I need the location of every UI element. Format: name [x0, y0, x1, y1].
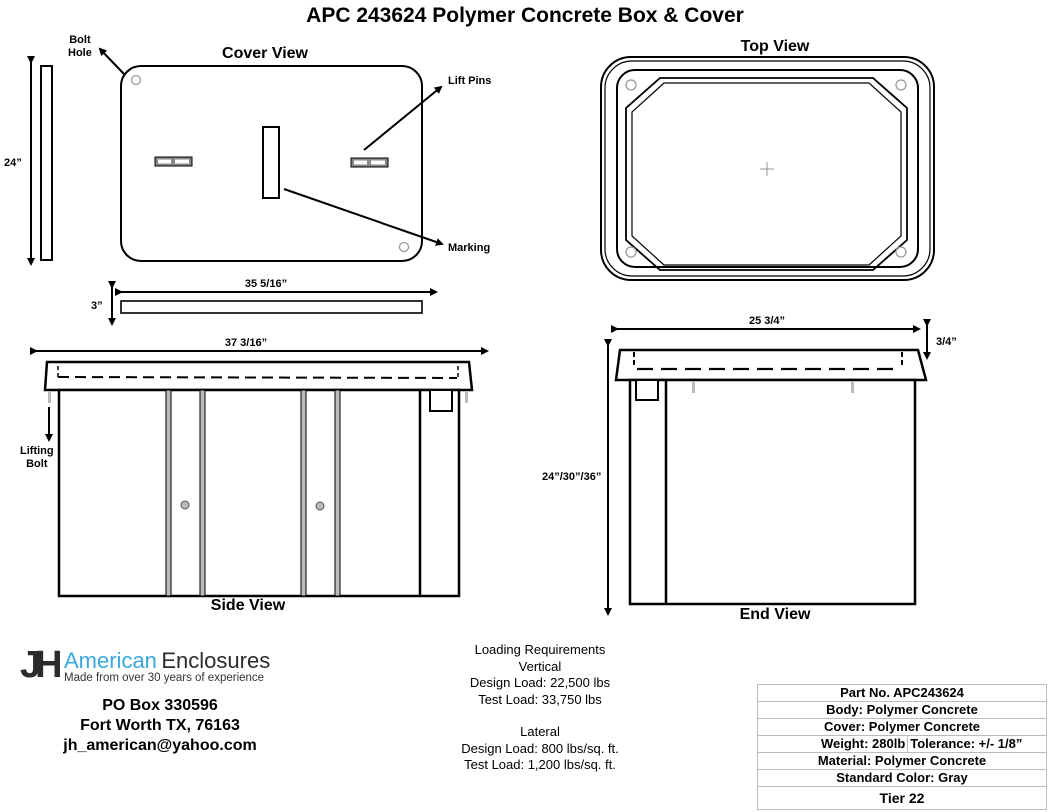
spec-tier: Tier 22: [757, 786, 1047, 810]
end-view-drawing: [604, 319, 931, 616]
side-view-drawing: [30, 347, 489, 598]
spec-part-no: Part No. APC243624: [757, 684, 1047, 702]
bolt-hole-line1: Bolt: [69, 34, 91, 46]
spec-color: Standard Color: Gray: [757, 769, 1047, 787]
lifting-bolt-line2: Bolt: [26, 458, 48, 470]
top-view-title: Top View: [740, 38, 810, 55]
loading-heading: Loading Requirements: [474, 642, 606, 657]
cover-view-drawing: [27, 47, 444, 326]
lateral-test-load: Test Load: 1,200 lbs/sq. ft.: [464, 757, 616, 772]
top-view-drawing: [600, 56, 935, 281]
company-address: PO Box 330596 Fort Worth TX, 76163 jh_am…: [40, 696, 280, 756]
end-depth-dim: 24”/30”/36”: [542, 471, 602, 483]
side-width-dim: 37 3/16”: [224, 337, 268, 349]
spec-cover: Cover: Polymer Concrete: [757, 718, 1047, 736]
vertical-test-load: Test Load: 33,750 lbs: [478, 691, 602, 707]
spec-tolerance: Tolerance: +/- 1/8”: [907, 735, 1047, 753]
vertical-heading: Vertical: [518, 658, 562, 674]
bolt-hole-label: Bolt Hole: [68, 34, 92, 60]
email-link[interactable]: jh_american@yahoo.com: [63, 737, 257, 754]
logo-tagline: Made from over 30 years of experience: [64, 672, 265, 684]
cover-height-dim: 24”: [4, 157, 22, 169]
lateral-heading: Lateral: [520, 724, 560, 739]
lifting-bolt-line1: Lifting: [20, 445, 54, 457]
end-lid-dim: 3/4”: [936, 336, 957, 348]
end-view-title: End View: [739, 606, 811, 623]
logo-mark: JH: [20, 644, 63, 686]
lifting-bolt-label: Lifting Bolt: [20, 445, 54, 471]
bolt-hole-line2: Hole: [68, 47, 92, 59]
address-line1: PO Box 330596: [102, 697, 218, 714]
loading-requirements: Loading Requirements Vertical Design Loa…: [420, 642, 660, 774]
lateral-design-load: Design Load: 800 lbs/sq. ft.: [461, 740, 619, 756]
spec-body: Body: Polymer Concrete: [757, 701, 1047, 719]
end-width-dim: 25 3/4”: [748, 315, 786, 327]
logo-name-enclosures: Enclosures: [161, 648, 271, 673]
spec-weight: Weight: 280lb: [756, 735, 909, 753]
address-line2: Fort Worth TX, 76163: [80, 717, 240, 734]
spec-material: Material: Polymer Concrete: [757, 752, 1047, 770]
marking-label: Marking: [448, 242, 491, 254]
side-view-title: Side View: [210, 597, 286, 614]
logo-name-american: American: [64, 648, 157, 673]
cover-thickness-dim: 3”: [91, 300, 103, 312]
cover-view-title: Cover View: [222, 45, 308, 62]
vertical-design-load: Design Load: 22,500 lbs: [469, 675, 611, 690]
spec-table: Part No. APC243624 Body: Polymer Concret…: [756, 684, 1047, 810]
lift-pins-label: Lift Pins: [448, 75, 492, 87]
cover-width-dim: 35 5/16”: [244, 278, 288, 290]
drawing-title: APC 243624 Polymer Concrete Box & Cover: [306, 4, 744, 27]
